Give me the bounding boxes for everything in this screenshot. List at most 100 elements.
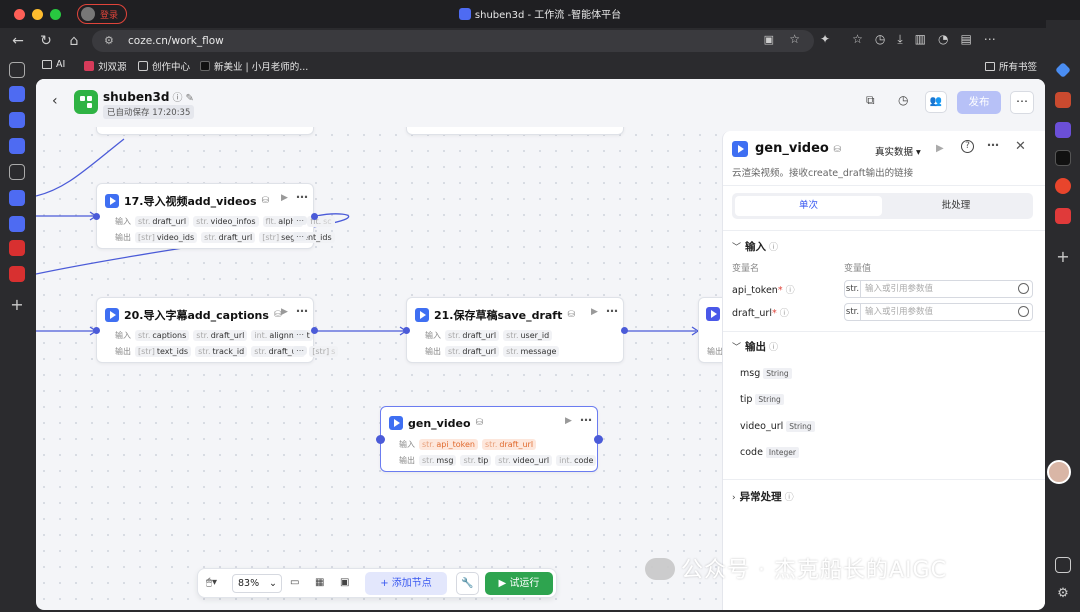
run-node-icon[interactable]: ▶ xyxy=(565,416,572,426)
sidebar-layout-icon[interactable] xyxy=(1055,557,1071,573)
api-token-field[interactable]: str. xyxy=(844,280,1033,298)
node-add-captions[interactable]: 20.导入字幕add_captions⛁ ▶ ⋯ 输入 str.captions… xyxy=(93,297,339,363)
input-port[interactable] xyxy=(376,435,385,444)
panel-more-icon[interactable]: ⋯ xyxy=(987,138,999,152)
site-settings-icon[interactable]: ⚙ xyxy=(104,34,114,47)
reference-variable-icon[interactable] xyxy=(1018,306,1029,317)
info-icon[interactable]: ⓘ xyxy=(172,93,183,104)
comment-icon[interactable]: ▭ xyxy=(290,577,300,588)
node-add-videos[interactable]: 17.导入视频add_videos⛁ ▶ ⋯ 输入 str.draft_url … xyxy=(93,183,335,249)
add-node-button[interactable]: + 添加节点 xyxy=(365,572,447,595)
weibo-icon[interactable] xyxy=(1055,178,1071,194)
coze-tab-icon[interactable] xyxy=(9,216,25,232)
input-port[interactable] xyxy=(403,327,410,334)
zoom-select[interactable]: 83%⌄ xyxy=(232,574,282,593)
settings-gear-icon[interactable]: ⚙ xyxy=(1057,586,1069,601)
data-mode-select[interactable]: 真实数据 ▾ xyxy=(875,147,921,158)
browser-menu-icon[interactable]: ⋯ xyxy=(983,32,996,46)
xiaohongshu-icon[interactable] xyxy=(1055,208,1071,224)
auto-layout-icon[interactable]: ▦ xyxy=(315,577,325,588)
node-save-draft[interactable]: 21.保存草稿save_draft⛁ ▶ ⋯ 输入 str.draft_url … xyxy=(403,297,628,363)
tag-icon[interactable] xyxy=(1055,62,1071,78)
calendar-tab-icon[interactable] xyxy=(9,164,25,180)
favorites-icon[interactable]: ☆ xyxy=(852,32,863,46)
more-params-icon[interactable]: ⋯ xyxy=(293,330,307,339)
input-port[interactable] xyxy=(93,327,100,334)
sidebar-toggle-icon[interactable] xyxy=(9,62,25,78)
zoom-window-button[interactable] xyxy=(50,8,61,20)
bookmark-star-icon[interactable]: ☆ xyxy=(789,32,800,46)
node-more-icon[interactable]: ⋯ xyxy=(580,413,592,427)
wrench-icon[interactable]: 🔧 xyxy=(456,572,479,595)
add-tab-icon[interactable]: + xyxy=(10,295,24,314)
reference-variable-icon[interactable] xyxy=(1018,283,1029,294)
app-icon[interactable] xyxy=(1055,122,1071,138)
node-more-icon[interactable]: ⋯ xyxy=(606,304,618,318)
bookmark-xinmeiye[interactable]: 新美业 | 小月老师的... xyxy=(200,59,308,73)
test-run-button[interactable]: ▶ 试运行 xyxy=(485,572,553,595)
back-arrow-icon[interactable]: ← xyxy=(12,33,24,49)
output-port[interactable] xyxy=(594,435,603,444)
draft-url-field[interactable]: str. xyxy=(844,303,1033,321)
output-port[interactable] xyxy=(621,327,628,334)
coze-tab-icon[interactable] xyxy=(9,86,25,102)
draft-url-input[interactable] xyxy=(865,305,1015,319)
user-avatar[interactable] xyxy=(1047,460,1071,484)
coze-tab-icon[interactable] xyxy=(9,112,25,128)
app-tab-icon[interactable] xyxy=(9,266,25,282)
history-icon[interactable]: ◷ xyxy=(898,93,909,107)
tiktok-icon[interactable] xyxy=(1055,150,1071,166)
api-token-input[interactable] xyxy=(865,282,1015,296)
more-params-icon[interactable]: ⋯ xyxy=(293,346,307,355)
mouse-mode-icon[interactable]: 🖱▾ xyxy=(206,577,218,588)
reload-icon[interactable]: ↻ xyxy=(40,33,52,49)
bookmark-liushuangyuan[interactable]: 刘双源 xyxy=(84,59,127,73)
more-params-icon[interactable]: ⋯ xyxy=(293,216,307,225)
minimap-icon[interactable]: ▣ xyxy=(340,577,350,588)
wallet-icon[interactable]: ▤ xyxy=(960,32,972,46)
publish-button[interactable]: 发布 xyxy=(957,91,1001,114)
run-node-icon[interactable]: ▶ xyxy=(936,143,944,154)
node-more-icon[interactable]: ⋯ xyxy=(296,190,308,204)
app-tab-icon[interactable] xyxy=(9,240,25,256)
run-node-icon[interactable]: ▶ xyxy=(281,307,288,317)
tab-single[interactable]: 单次 xyxy=(735,196,882,216)
add-app-icon[interactable]: + xyxy=(1056,247,1070,266)
downloads-icon[interactable]: ⤓ xyxy=(897,32,903,46)
toolbox-icon[interactable] xyxy=(1055,92,1071,108)
output-port[interactable] xyxy=(311,327,318,334)
home-icon[interactable]: ⌂ xyxy=(69,33,79,49)
run-node-icon[interactable]: ▶ xyxy=(591,307,598,317)
panel-title[interactable]: gen_video ⛁ xyxy=(755,141,841,156)
node-gen-video[interactable]: gen_video⛁ ▶ ⋯ 输入 str.api_token str.draf… xyxy=(376,406,603,472)
copy-icon[interactable]: ⧉ xyxy=(866,93,875,107)
node-more-icon[interactable]: ⋯ xyxy=(296,304,308,318)
url-field[interactable]: ⚙ coze.cn/work_flow ▣ ☆ xyxy=(92,30,814,52)
more-params-icon[interactable]: ⋯ xyxy=(293,232,307,241)
help-icon[interactable]: ? xyxy=(961,140,974,153)
back-chevron-icon[interactable]: ‹ xyxy=(52,93,58,109)
tab-batch[interactable]: 批处理 xyxy=(941,200,971,211)
login-button[interactable]: 登录 xyxy=(77,4,128,24)
input-port[interactable] xyxy=(93,213,100,220)
output-port[interactable] xyxy=(311,213,318,220)
performance-icon[interactable]: ◔ xyxy=(937,32,949,46)
extensions-icon[interactable]: ✦ xyxy=(820,32,831,46)
history-icon[interactable]: ◷ xyxy=(874,32,886,46)
header-more-icon[interactable]: ⋯ xyxy=(1010,91,1034,114)
coze-tab-icon[interactable] xyxy=(9,190,25,206)
split-view-icon[interactable]: ▥ xyxy=(914,32,926,46)
edit-icon[interactable]: ✎ xyxy=(185,93,194,104)
coze-tab-icon[interactable] xyxy=(9,138,25,154)
minimize-window-button[interactable] xyxy=(32,8,43,20)
collaborators-icon[interactable]: 👥 xyxy=(925,91,947,113)
run-node-icon[interactable]: ▶ xyxy=(281,193,288,203)
bookmark-all[interactable]: 所有书签 xyxy=(985,59,1037,73)
bookmark-creator-center[interactable]: 创作中心 xyxy=(138,59,190,73)
close-window-button[interactable] xyxy=(14,8,25,20)
close-icon[interactable]: ✕ xyxy=(1015,139,1026,154)
